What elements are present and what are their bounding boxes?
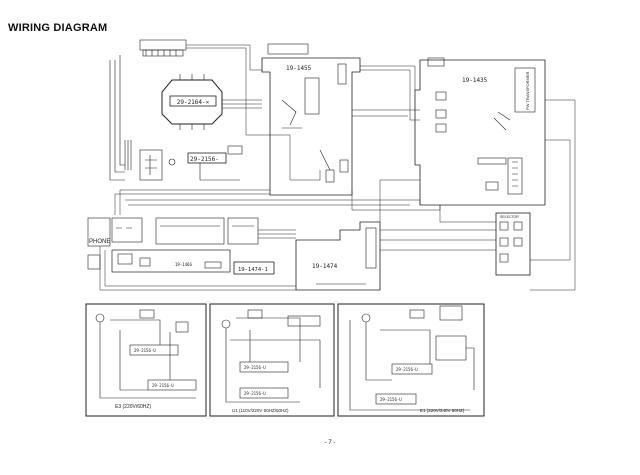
selector-block: [139, 39, 187, 57]
board-19-1474-1-label: 19-1474-1: [238, 267, 268, 273]
board-19-1435: 19-1435 PW TRANSFORMER: [414, 57, 546, 206]
panel-e3-chip-b: 29-2156-U: [152, 383, 174, 388]
phone-label: PHONE: [89, 239, 110, 245]
panel-u1-caption: U1 (110V/220V 60HZ/50HZ): [232, 408, 289, 413]
panel-e3-caption: E3 (220V/60HZ): [115, 404, 151, 410]
module-29-2156-label: 29-2156-: [190, 156, 219, 163]
board-19-1474-1: 19-1474-1: [233, 261, 275, 275]
left-connector-cluster: [109, 55, 176, 181]
board-19-1455-label: 19-1455: [286, 65, 312, 72]
phone-jack: PHONE: [87, 217, 110, 270]
panel-e1-caption: E1 (220V/240V 50HZ): [420, 408, 465, 413]
panel-u1: 29-2156-U 29-2156-U U1 (110V/220V 60HZ/5…: [209, 303, 335, 417]
page-title: WIRING DIAGRAM: [8, 22, 108, 34]
module-29-2156: 29-2156-: [187, 145, 243, 181]
panel-e1-chip-b: 29-2156-U: [380, 397, 402, 402]
board-19-1435-label: 19-1435: [462, 77, 488, 84]
selector-switch: SELECTOR: [495, 212, 531, 276]
panel-u1-chip-b: 29-2156-U: [244, 391, 266, 396]
interconnect-wires: [99, 44, 576, 291]
panel-e1: 29-2156-U 29-2156-U E1 (220V/240V 50HZ): [337, 303, 485, 417]
module-29-2164-label: 29-2164-✕: [177, 99, 210, 106]
board-19-1466-label: 19-1466: [175, 262, 192, 267]
module-29-2164: 29-2164-✕: [161, 74, 223, 130]
panel-e3-chip-a: 29-2156-U: [134, 348, 156, 353]
board-19-1474-label: 19-1474: [312, 263, 338, 270]
board-19-1466: 19-1466: [111, 249, 231, 273]
panel-e1-chip-a: 29-2156-U: [396, 367, 418, 372]
panel-e3: 29-2156-U 29-2156-U E3 (220V/60HZ): [85, 303, 207, 417]
board-19-1455: 19-1455: [261, 43, 361, 196]
panel-u1-chip-a: 29-2156-U: [244, 365, 266, 370]
board-19-1474: 19-1474: [295, 221, 381, 291]
connector-row: [111, 217, 259, 245]
page-number: - 7 -: [325, 440, 336, 446]
selector-label: SELECTOR: [500, 215, 519, 219]
power-transformer-label: PW TRANSFORMER: [525, 72, 530, 110]
